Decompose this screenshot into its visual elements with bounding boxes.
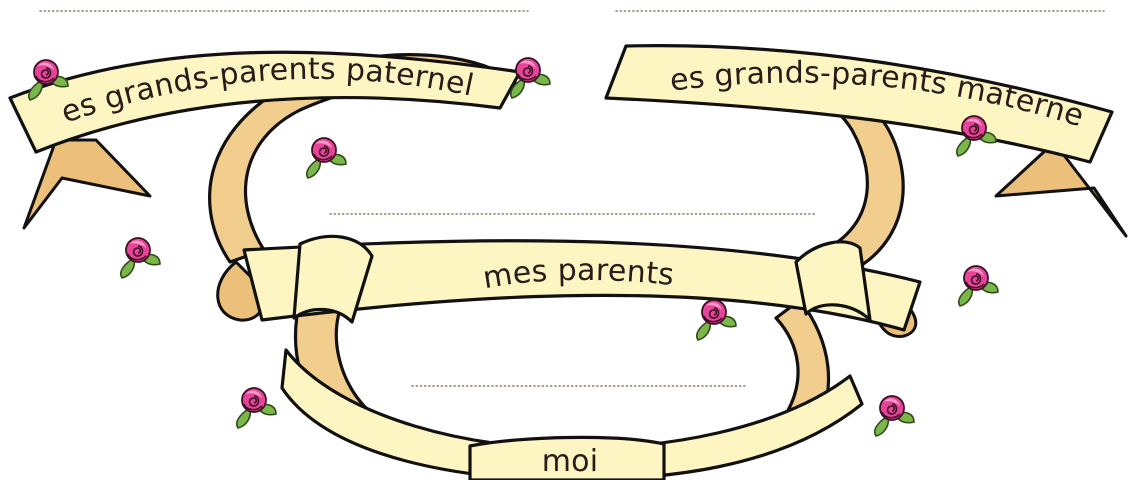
me-label: moi [542,444,599,479]
rose-icon [957,265,999,307]
parents-banner [216,234,922,338]
paternal-label: mes grands-parents paternels [0,0,477,131]
rose-icon [119,237,161,279]
rose-icon [235,387,277,429]
rose-icon [305,137,347,179]
rose-icon [695,299,737,341]
me-banner [280,348,864,480]
name-lines [39,10,1105,387]
paternal-banner [8,50,522,230]
rose-icon [873,395,915,437]
